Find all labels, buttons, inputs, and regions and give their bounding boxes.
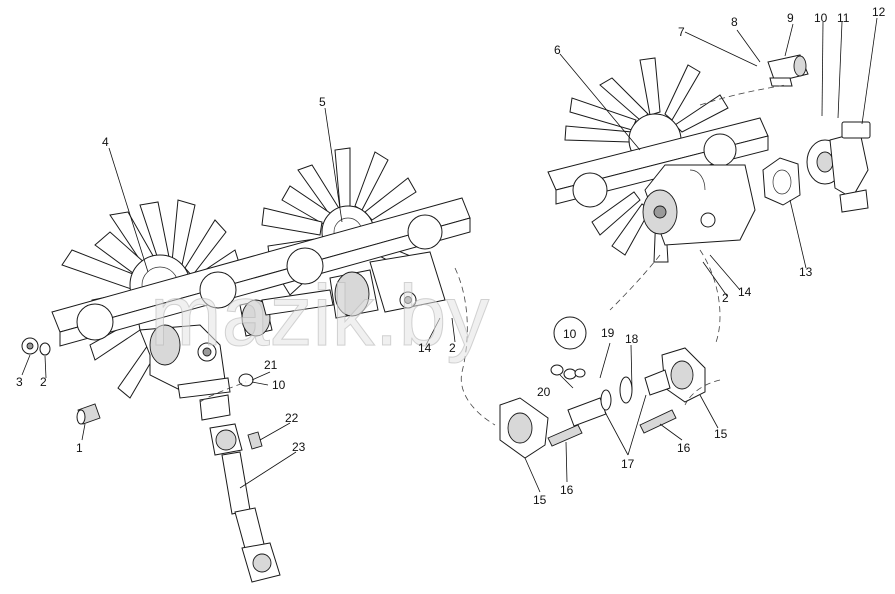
callout-15: 15 xyxy=(533,493,547,507)
part-1-bushing xyxy=(76,403,101,425)
callout-16: 16 xyxy=(560,483,574,497)
callout-14: 14 xyxy=(738,285,752,299)
callout-2: 2 xyxy=(40,375,47,389)
callout-9: 9 xyxy=(787,11,794,25)
callout-16: 16 xyxy=(677,441,691,455)
part-23-cardan-shaft xyxy=(199,394,281,583)
callout-20: 20 xyxy=(537,385,551,399)
part-3-nut xyxy=(21,337,39,355)
part-16-stud-left xyxy=(547,424,583,447)
callout-17: 17 xyxy=(621,457,635,471)
callout-4: 4 xyxy=(102,135,109,149)
callout-8: 8 xyxy=(731,15,738,29)
callout-11: 11 xyxy=(837,11,850,25)
callout-10: 10 xyxy=(272,378,286,392)
callout-labels: 1 2 2 2 3 4 5 6 7 8 9 10 10 10 11 12 13 … xyxy=(16,5,886,507)
callout-6: 6 xyxy=(554,43,561,57)
callout-22: 22 xyxy=(285,411,299,425)
callout-12: 12 xyxy=(872,5,886,19)
callout-3: 3 xyxy=(16,375,23,389)
part-12-pump xyxy=(806,121,871,213)
part-13-gasket xyxy=(762,157,801,206)
center-drive xyxy=(239,251,446,337)
part-2-washer xyxy=(39,342,51,356)
left-gearbox xyxy=(139,324,231,399)
assembly-centerlines xyxy=(199,84,786,426)
callout-5: 5 xyxy=(319,95,326,109)
part-16-stud-right xyxy=(639,409,677,434)
part-15-coupling-left xyxy=(499,397,549,459)
part-15-coupling-right xyxy=(661,347,706,403)
callout-2: 2 xyxy=(722,291,729,305)
part-21-22-nuts xyxy=(238,373,263,450)
callout-15: 15 xyxy=(714,427,728,441)
callout-19: 19 xyxy=(601,326,615,340)
watermark-text: mazik.by xyxy=(150,268,489,364)
callout-18: 18 xyxy=(625,332,639,346)
callout-21: 21 xyxy=(264,358,278,372)
callout-7: 7 xyxy=(678,25,685,39)
right-gearbox xyxy=(642,164,756,246)
part-17-shafts xyxy=(567,369,671,427)
leader-lines xyxy=(21,17,878,493)
fan-6 xyxy=(564,57,729,263)
frame-bar-left xyxy=(51,197,471,347)
callout-10: 10 xyxy=(814,11,828,25)
callout-10: 10 xyxy=(563,327,577,341)
part-9-solenoid xyxy=(767,54,809,87)
part-10-20-washers xyxy=(550,316,587,380)
callout-14: 14 xyxy=(418,341,432,355)
callout-1: 1 xyxy=(76,441,83,455)
callout-13: 13 xyxy=(799,265,813,279)
callout-23: 23 xyxy=(292,440,306,454)
callout-2: 2 xyxy=(449,341,456,355)
